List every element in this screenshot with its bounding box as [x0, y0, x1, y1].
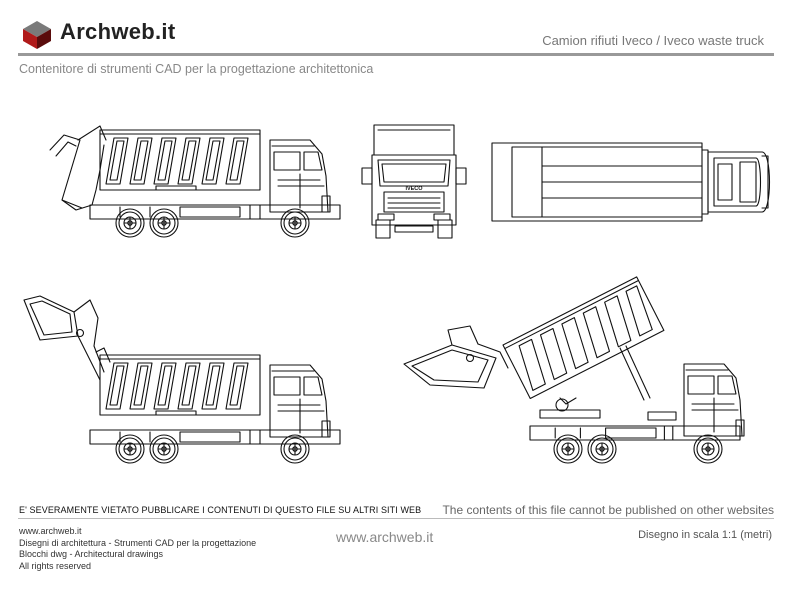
truck-side-view: [50, 126, 341, 238]
footer-website-link[interactable]: www.archweb.it: [336, 529, 434, 545]
copyright-notice-english: The contents of this file cannot be publ…: [442, 503, 774, 517]
site-subtitle: Contenitore di strumenti CAD per la prog…: [19, 62, 374, 76]
copyright-notice-italian: E' SEVERAMENTE VIETATO PUBBLICARE I CONT…: [19, 505, 422, 515]
drawing-title: Camion rifiuti Iveco / Iveco waste truck: [542, 33, 764, 48]
truck-side-view-tipping: [404, 277, 745, 464]
footer-line: All rights reserved: [19, 560, 92, 571]
brand-name[interactable]: Archweb.it: [60, 19, 176, 44]
footer-line: Blocchi dwg - Architectural drawings: [19, 549, 164, 559]
footer-line[interactable]: www.archweb.it: [19, 526, 82, 536]
front-badge: IVECO: [405, 186, 423, 192]
header-divider: [18, 53, 774, 56]
truck-front-view: IVECO: [362, 125, 466, 238]
archweb-cube-logo-icon: [23, 21, 51, 49]
footer-divider: [18, 518, 774, 519]
footer-info: www.archweb.it Disegni di architettura -…: [19, 526, 256, 572]
truck-top-view: [492, 143, 770, 221]
scale-note: Disegno in scala 1:1 (metri): [638, 529, 772, 541]
truck-side-view-lifted-loader: [24, 296, 341, 464]
footer-line: Disegni di architettura - Strumenti CAD …: [19, 537, 257, 548]
